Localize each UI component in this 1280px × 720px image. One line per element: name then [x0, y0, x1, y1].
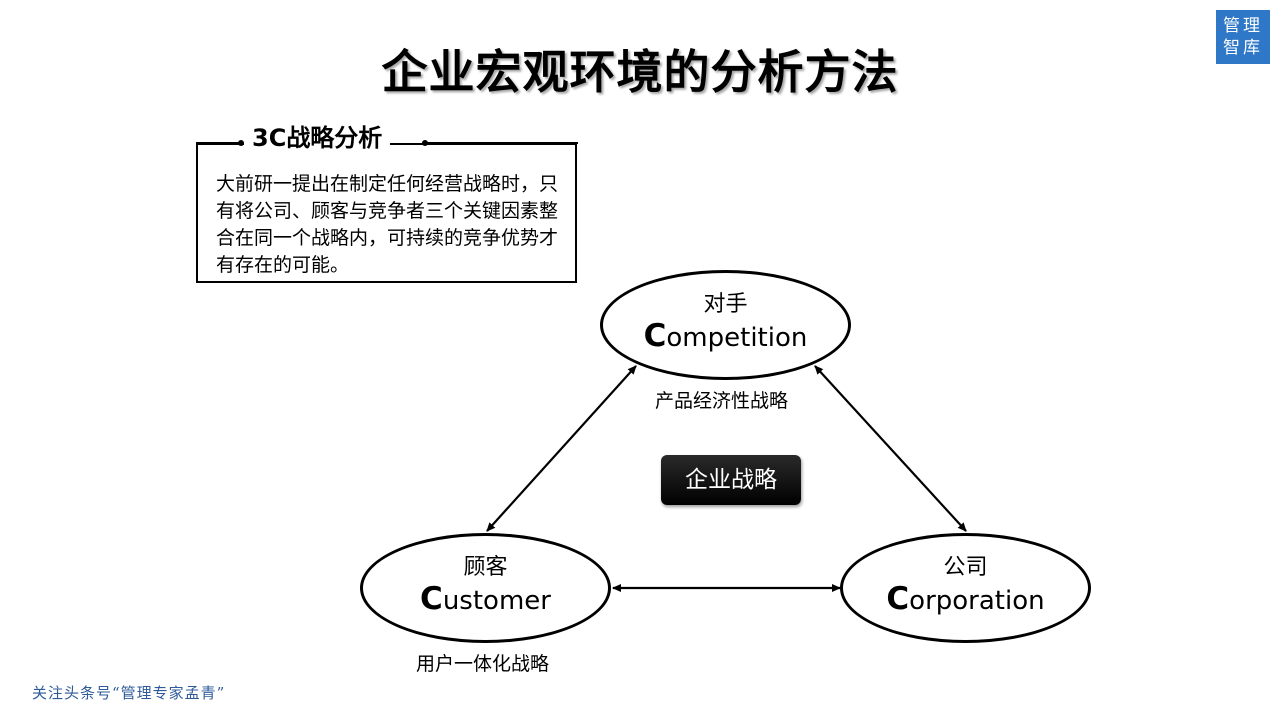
node-customer-rest: ustomer — [442, 586, 551, 616]
page-title: 企业宏观环境的分析方法 — [381, 45, 899, 99]
node-corporation-rest: orporation — [909, 586, 1045, 616]
node-customer-cn: 顾客 — [463, 555, 508, 580]
logo-line-1: 管理 — [1223, 16, 1263, 36]
node-corporation-en: Corporation — [843, 582, 1088, 618]
footer-note: 关注头条号“管理专家孟青” — [32, 684, 226, 702]
node-competition-cn: 对手 — [703, 292, 748, 317]
node-corporation-cn: 公司 — [943, 555, 988, 580]
center-strategy-box: 企业战略 — [661, 455, 801, 505]
brand-logo: 管理 智库 — [1216, 10, 1270, 64]
node-competition-en: Competition — [603, 319, 848, 355]
info-box-title: 3C战略分析 — [244, 123, 391, 153]
node-corporation-initial: C — [886, 581, 910, 617]
label-customer-strategy: 用户一体化战略 — [416, 653, 550, 675]
node-corporation: 公司 Corporation — [840, 533, 1091, 643]
node-customer: 顾客 Customer — [360, 533, 611, 643]
logo-line-2: 智库 — [1223, 38, 1263, 58]
arrow-competition-customer — [486, 365, 637, 532]
info-title-dot-right — [422, 140, 428, 146]
info-text: 大前研一提出在制定任何经营战略时，只有将公司、顾客与竞争者三个关键因素整合在同一… — [216, 173, 559, 276]
label-product-strategy: 产品经济性战略 — [655, 390, 789, 412]
node-customer-initial: C — [420, 581, 443, 617]
arrow-competition-corporation — [814, 365, 967, 532]
info-title-dot-left — [238, 140, 244, 146]
node-customer-en: Customer — [363, 582, 608, 618]
node-competition-rest: ompetition — [666, 323, 808, 353]
node-competition: 对手 Competition — [600, 270, 851, 380]
node-competition-initial: C — [643, 318, 667, 354]
